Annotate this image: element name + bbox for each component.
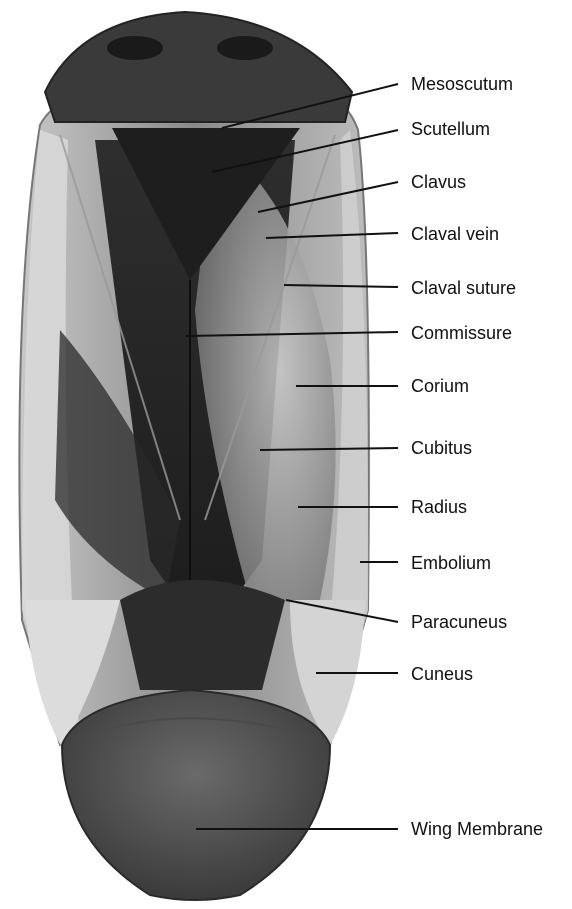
label-clavus: Clavus [411, 172, 466, 192]
mesoscutum-shape [45, 12, 352, 122]
label-wing-membrane: Wing Membrane [411, 819, 543, 839]
wing-membrane-shape [62, 690, 330, 900]
label-paracuneus: Paracuneus [411, 612, 507, 632]
label-embolium: Embolium [411, 553, 491, 573]
mesoscutum-spot-right [217, 36, 273, 60]
insect-specimen [19, 12, 369, 900]
label-cubitus: Cubitus [411, 438, 472, 458]
label-radius: Radius [411, 497, 467, 517]
label-claval-vein: Claval vein [411, 224, 499, 244]
paracuneus-shape [120, 580, 285, 690]
label-corium: Corium [411, 376, 469, 396]
label-cuneus: Cuneus [411, 664, 473, 684]
label-scutellum: Scutellum [411, 119, 490, 139]
label-commissure: Commissure [411, 323, 512, 343]
label-claval-suture: Claval suture [411, 278, 516, 298]
labels: Mesoscutum Scutellum Clavus Claval vein … [411, 74, 543, 839]
label-mesoscutum: Mesoscutum [411, 74, 513, 94]
mesoscutum-spot-left [107, 36, 163, 60]
